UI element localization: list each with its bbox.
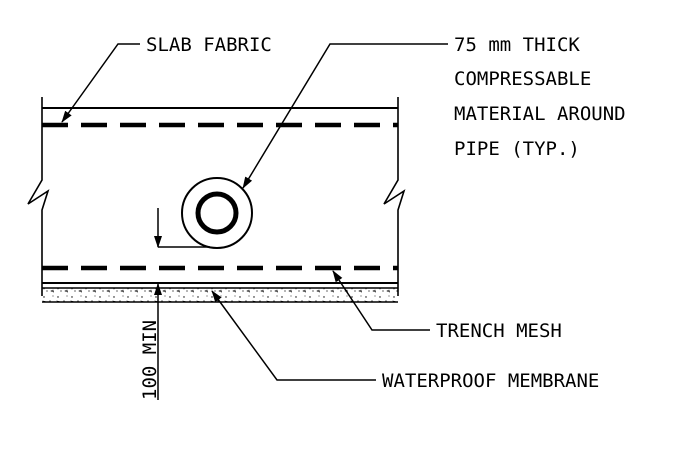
waterproof-membrane-leader <box>211 290 376 381</box>
compressible-material-line-3: MATERIAL AROUND <box>454 103 626 125</box>
right-break-line <box>383 97 406 296</box>
blinding-hatch <box>42 288 398 302</box>
compressible-material-line-4: PIPE (TYP.) <box>454 138 580 160</box>
slab-outline <box>27 97 406 296</box>
trench-mesh-leader <box>332 270 430 331</box>
waterproof-membrane-layer <box>42 287 398 303</box>
compressible-material-label: 75 mm THICK COMPRESSABLE MATERIAL AROUND… <box>454 34 626 160</box>
left-break-line <box>27 97 50 296</box>
pipe-assembly <box>181 177 253 249</box>
compressible-material-leader <box>242 43 448 189</box>
compressible-material-line-1: 75 mm THICK <box>454 34 580 56</box>
compressible-sleeve <box>181 177 253 249</box>
waterproof-membrane-label: WATERPROOF MEMBRANE <box>382 370 599 392</box>
dimension-min-label: 100 MIN <box>139 320 161 400</box>
slab-fabric-leader <box>61 43 140 123</box>
slab-fabric-label: SLAB FABRIC <box>146 34 272 56</box>
pipe-dimension <box>154 208 210 248</box>
trench-mesh-label: TRENCH MESH <box>436 320 562 342</box>
pipe-outer <box>195 191 239 235</box>
compressible-material-line-2: COMPRESSABLE <box>454 68 591 90</box>
